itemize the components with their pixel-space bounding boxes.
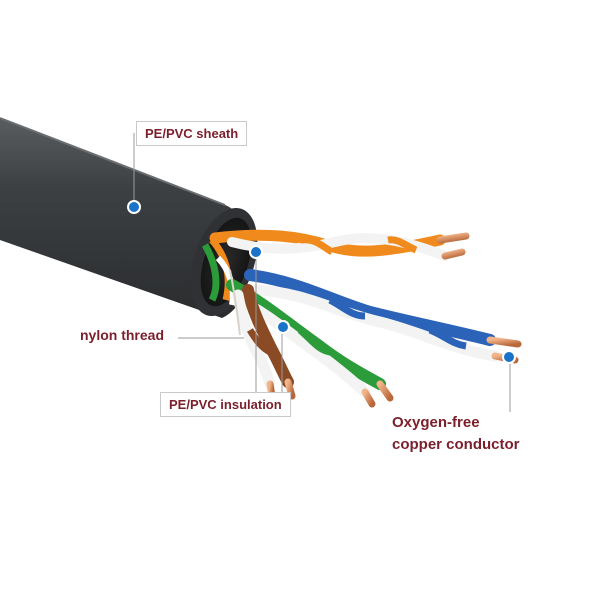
callout-markers — [127, 200, 516, 364]
nylon-thread — [229, 269, 241, 336]
sheath-marker — [127, 200, 141, 214]
orange-pair — [209, 229, 450, 261]
conductor-label-line2: copper conductor — [392, 436, 520, 453]
conductor-label: Oxygen-free copper conductor — [392, 412, 542, 456]
sheath-label: PE/PVC sheath — [136, 121, 248, 146]
conductor-label-line1: Oxygen-free — [392, 414, 480, 431]
conductor-marker — [502, 350, 516, 364]
copper-conductors — [266, 232, 522, 408]
brown-pair — [232, 284, 294, 390]
nylon-thread-label: nylon thread — [80, 327, 165, 343]
blue-pair — [244, 269, 501, 362]
insulation-label: PE/PVC insulation — [160, 392, 291, 417]
copper-leader — [494, 358, 511, 421]
thread-marker — [276, 320, 290, 334]
insulation-marker — [249, 245, 263, 259]
